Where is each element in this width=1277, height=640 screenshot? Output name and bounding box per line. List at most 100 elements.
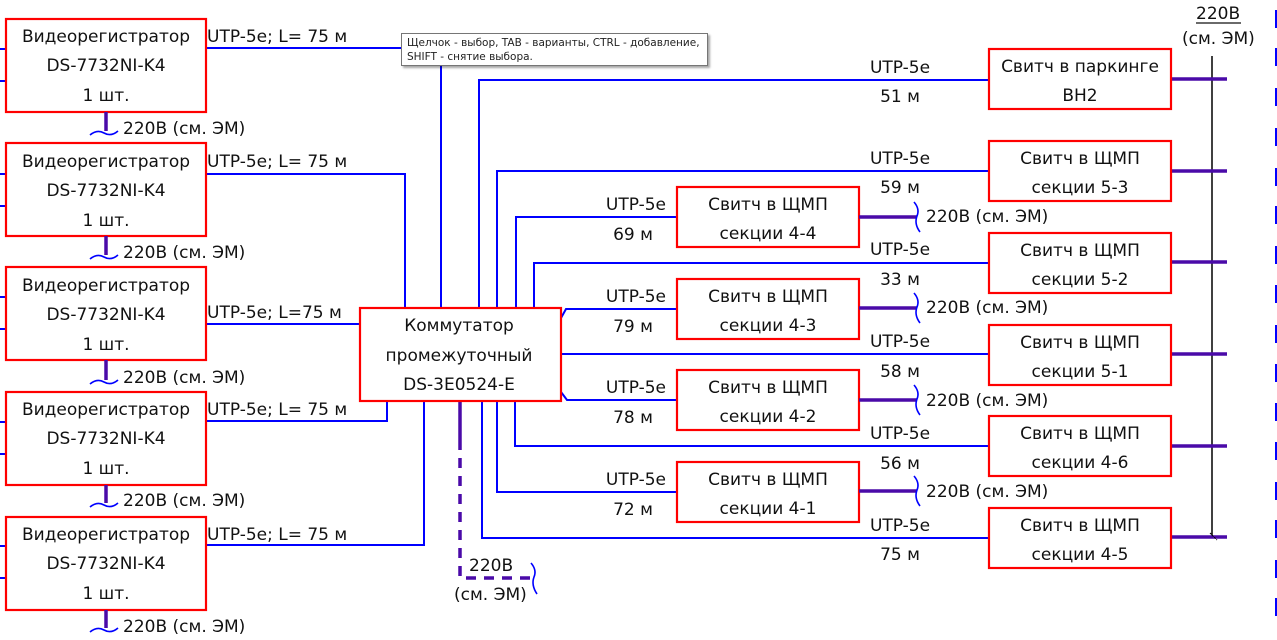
recorder-cable-label: UTP-5e; L=75 м xyxy=(207,303,342,323)
commutator-power: 220В (см. ЭМ) xyxy=(454,401,538,605)
switch-4-4[interactable]: Свитч в ЩМП секции 4-4 UTP-5e 69 м 220В … xyxy=(606,185,1048,249)
switch-length-label: 69 м xyxy=(613,225,653,245)
power-break-icon xyxy=(913,475,921,507)
switch-length-label: 59 м xyxy=(880,178,920,198)
recorder-name: Видеорегистратор xyxy=(22,276,190,296)
commutator-model: DS-3E0524-E xyxy=(403,375,515,395)
switch-length-label: 33 м xyxy=(880,270,920,290)
recorder-1[interactable]: Видеорегистратор DS-7732NI-K4 1 шт. UTP-… xyxy=(4,17,347,139)
switch-section: ВН2 xyxy=(1062,86,1097,106)
recorder-cable-label: UTP-5e; L= 75 м xyxy=(207,27,347,47)
switch-section: секции 4-3 xyxy=(720,316,817,336)
commutator-power-label: 220В xyxy=(469,556,513,576)
switch-cable-label: UTP-5e xyxy=(870,332,930,352)
commutator-subtitle: промежуточный xyxy=(386,346,533,366)
power-break-icon xyxy=(89,379,119,385)
switch-section: секции 4-5 xyxy=(1032,545,1129,565)
power-bus-ref: (см. ЭМ) xyxy=(1182,29,1255,49)
recorder-power-label: 220В (см. ЭМ) xyxy=(123,119,245,139)
switch-links xyxy=(478,79,988,539)
switch-title: Свитч в ЩМП xyxy=(1020,333,1140,353)
switch-section: секции 5-3 xyxy=(1032,178,1129,198)
recorder-name: Видеорегистратор xyxy=(22,400,190,420)
recorder-power-label: 220В (см. ЭМ) xyxy=(123,243,245,263)
power-break-icon xyxy=(89,627,119,633)
recorder-name: Видеорегистратор xyxy=(22,525,190,545)
switch-cable-label: UTP-5e xyxy=(606,287,666,307)
power-break-icon xyxy=(89,502,119,508)
recorder-4[interactable]: Видеорегистратор DS-7732NI-K4 1 шт. UTP-… xyxy=(4,390,347,511)
switch-4-1[interactable]: Свитч в ЩМП секции 4-1 UTP-5e 72 м 220В … xyxy=(606,460,1048,524)
commutator-title: Коммутатор xyxy=(404,316,514,336)
switch-4-6[interactable]: Свитч в ЩМП секции 4-6 UTP-5e 56 м xyxy=(870,414,1173,478)
switch-4-5[interactable]: Свитч в ЩМП секции 4-5 UTP-5e 75 м xyxy=(870,506,1173,570)
switch-5-1[interactable]: Свитч в ЩМП секции 5-1 UTP-5e 58 м xyxy=(870,323,1173,387)
link-switch-4-2 xyxy=(560,391,677,401)
switch-length-label: 72 м xyxy=(613,500,653,520)
switch-section: секции 4-6 xyxy=(1032,453,1129,473)
switch-title: Свитч в ЩМП xyxy=(708,287,828,307)
switch-title: Свитч в ЩМП xyxy=(1020,149,1140,169)
recorder-5[interactable]: Видеорегистратор DS-7732NI-K4 1 шт. UTP-… xyxy=(4,515,347,637)
switch-section: секции 4-2 xyxy=(720,407,817,427)
link-switch-4-4 xyxy=(515,216,677,308)
power-break-icon xyxy=(89,254,119,260)
switch-cable-label: UTP-5e xyxy=(606,378,666,398)
power-break-icon xyxy=(913,201,921,233)
switch-cable-label: UTP-5e xyxy=(870,240,930,260)
switch-length-label: 51 м xyxy=(880,87,920,107)
power-break-icon xyxy=(913,384,921,416)
switch-cable-label: UTP-5e xyxy=(870,58,930,78)
recorder-qty: 1 шт. xyxy=(82,335,129,355)
switch-length-label: 56 м xyxy=(880,454,920,474)
switch-5-3[interactable]: Свитч в ЩМП секции 5-3 UTP-5e 59 м xyxy=(870,139,1173,203)
switch-power-label: 220В (см. ЭМ) xyxy=(926,207,1048,227)
switch-title: Свитч в ЩМП xyxy=(708,195,828,215)
switch-cable-label: UTP-5e xyxy=(870,424,930,444)
link-switch-4-1 xyxy=(496,401,677,493)
power-bus: 220В (см. ЭМ) xyxy=(1172,4,1255,539)
switch-parking-vn2[interactable]: Свитч в паркинге ВН2 UTP-5e 51 м xyxy=(870,47,1173,111)
recorder-3[interactable]: Видеорегистратор DS-7732NI-K4 1 шт. UTP-… xyxy=(4,265,342,388)
switch-4-2[interactable]: Свитч в ЩМП секции 4-2 UTP-5e 78 м 220В … xyxy=(606,368,1048,432)
recorder-model: DS-7732NI-K4 xyxy=(46,181,165,201)
switch-title: Свитч в паркинге xyxy=(1001,57,1159,77)
switch-power-label: 220В (см. ЭМ) xyxy=(926,482,1048,502)
recorder-2[interactable]: Видеорегистратор DS-7732NI-K4 1 шт. UTP-… xyxy=(4,141,347,263)
recorder-model: DS-7732NI-K4 xyxy=(46,554,165,574)
switch-length-label: 58 м xyxy=(880,362,920,382)
recorder-power-label: 220В (см. ЭМ) xyxy=(123,617,245,637)
link-recorder-5 xyxy=(206,401,425,546)
recorder-power-label: 220В (см. ЭМ) xyxy=(123,491,245,511)
power-break-icon xyxy=(89,130,119,136)
switch-power-label: 220В (см. ЭМ) xyxy=(926,391,1048,411)
link-recorder-4 xyxy=(206,401,388,422)
commutator[interactable]: Коммутатор промежуточный DS-3E0524-E xyxy=(358,306,563,403)
recorder-qty: 1 шт. xyxy=(82,459,129,479)
selection-tooltip: Щелчок - выбор, TAB - варианты, CTRL - д… xyxy=(401,33,708,66)
link-switch-4-5 xyxy=(481,401,988,539)
link-switch-5-3 xyxy=(496,170,988,308)
link-switch-5-2 xyxy=(533,262,988,308)
recorder-model: DS-7732NI-K4 xyxy=(46,305,165,325)
power-bus-label: 220В xyxy=(1196,4,1240,24)
switch-5-2[interactable]: Свитч в ЩМП секции 5-2 UTP-5e 33 м xyxy=(870,231,1173,295)
switch-title: Свитч в ЩМП xyxy=(1020,424,1140,444)
commutator-power-ref: (см. ЭМ) xyxy=(454,585,527,605)
recorder-power-label: 220В (см. ЭМ) xyxy=(123,368,245,388)
recorder-model: DS-7732NI-K4 xyxy=(46,56,165,76)
switch-cable-label: UTP-5e xyxy=(870,149,930,169)
switch-section: секции 4-1 xyxy=(720,499,817,519)
switch-section: секции 4-4 xyxy=(720,224,817,244)
switch-section: секции 5-1 xyxy=(1032,362,1129,382)
switch-length-label: 78 м xyxy=(613,408,653,428)
recorder-qty: 1 шт. xyxy=(82,211,129,231)
switch-section: секции 5-2 xyxy=(1032,270,1129,290)
switch-title: Свитч в ЩМП xyxy=(708,378,828,398)
link-recorder-2 xyxy=(206,173,406,308)
switch-4-3[interactable]: Свитч в ЩМП секции 4-3 UTP-5e 79 м 220В … xyxy=(606,277,1048,341)
switch-length-label: 79 м xyxy=(613,317,653,337)
recorder-model: DS-7732NI-K4 xyxy=(46,429,165,449)
switch-title: Свитч в ЩМП xyxy=(708,470,828,490)
